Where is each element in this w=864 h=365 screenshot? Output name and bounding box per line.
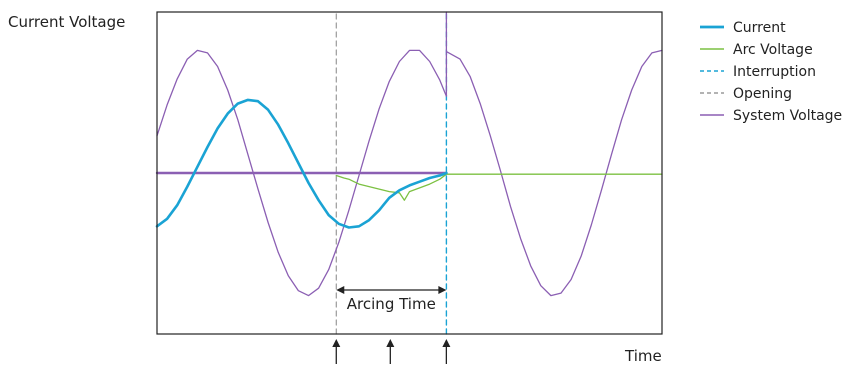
series-line-system-voltage bbox=[156, 11, 663, 297]
event-arrow-head-3 bbox=[442, 339, 451, 347]
plot-lines bbox=[155, 11, 663, 335]
plot-frame bbox=[156, 11, 663, 335]
legend-label-interruption: Interruption bbox=[733, 64, 816, 80]
arcing-time-label: Arcing Time bbox=[347, 295, 436, 313]
legend-label-opening: Opening bbox=[733, 86, 792, 102]
series-line-current bbox=[155, 98, 448, 229]
event-arrow-head-1 bbox=[332, 339, 341, 347]
event-arrows bbox=[332, 339, 451, 364]
event-arrow-head-2 bbox=[386, 339, 395, 347]
x-axis-label: Time bbox=[624, 347, 662, 365]
y-axis-label: Current Voltage bbox=[8, 13, 125, 31]
series-line-arc-voltage bbox=[335, 173, 663, 201]
arcing-time-arrow-head-right bbox=[438, 286, 447, 294]
arcing-time-annotation: Arcing Time bbox=[336, 286, 447, 314]
legend-label-current: Current bbox=[733, 20, 786, 36]
arcing-time-label-bg bbox=[339, 294, 444, 314]
legend-label-arc-voltage: Arc Voltage bbox=[733, 42, 813, 58]
legend-label-system-voltage: System Voltage bbox=[733, 108, 842, 124]
arcing-time-arrow-head-left bbox=[336, 286, 345, 294]
